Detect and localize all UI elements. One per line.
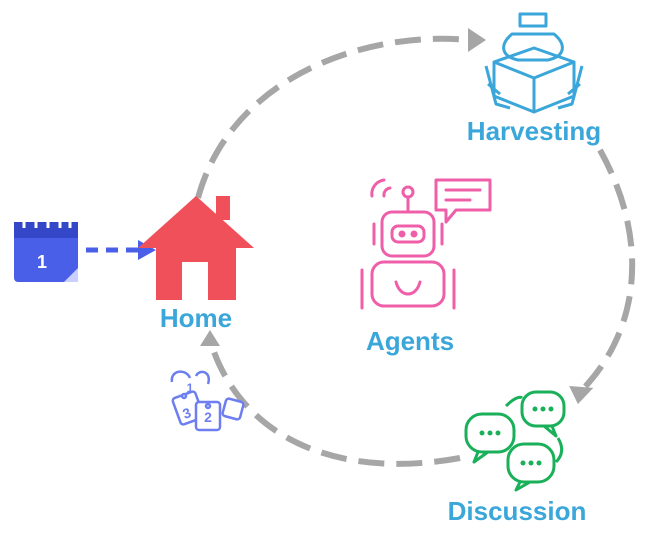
arrow-head-harvesting <box>468 28 486 52</box>
home-icon <box>138 196 254 300</box>
numbered-tags-icon <box>170 370 245 432</box>
discussion-label: Discussion <box>448 496 587 526</box>
home-label: Home <box>160 303 232 333</box>
calendar-day: 1 <box>37 252 47 272</box>
discussion-icon <box>464 390 566 492</box>
arrow-discussion-to-home <box>207 339 461 467</box>
arrow-head-discussion <box>569 386 594 405</box>
tag-one-number: 1 <box>187 381 194 395</box>
harvesting-label: Harvesting <box>467 116 601 146</box>
agents-icon <box>360 178 492 310</box>
tag-two-number: 2 <box>204 409 212 425</box>
discussion-dots <box>479 406 554 466</box>
arrow-heads <box>200 28 594 405</box>
cycle-arrows <box>195 35 636 467</box>
calendar-icon: 1 <box>14 216 78 282</box>
agents-label: Agents <box>366 326 454 356</box>
arrow-head-home <box>200 330 220 346</box>
harvesting-icon <box>484 12 584 114</box>
arrow-harvesting-to-discussion <box>579 148 636 393</box>
arrow-home-to-harvesting <box>195 35 471 199</box>
